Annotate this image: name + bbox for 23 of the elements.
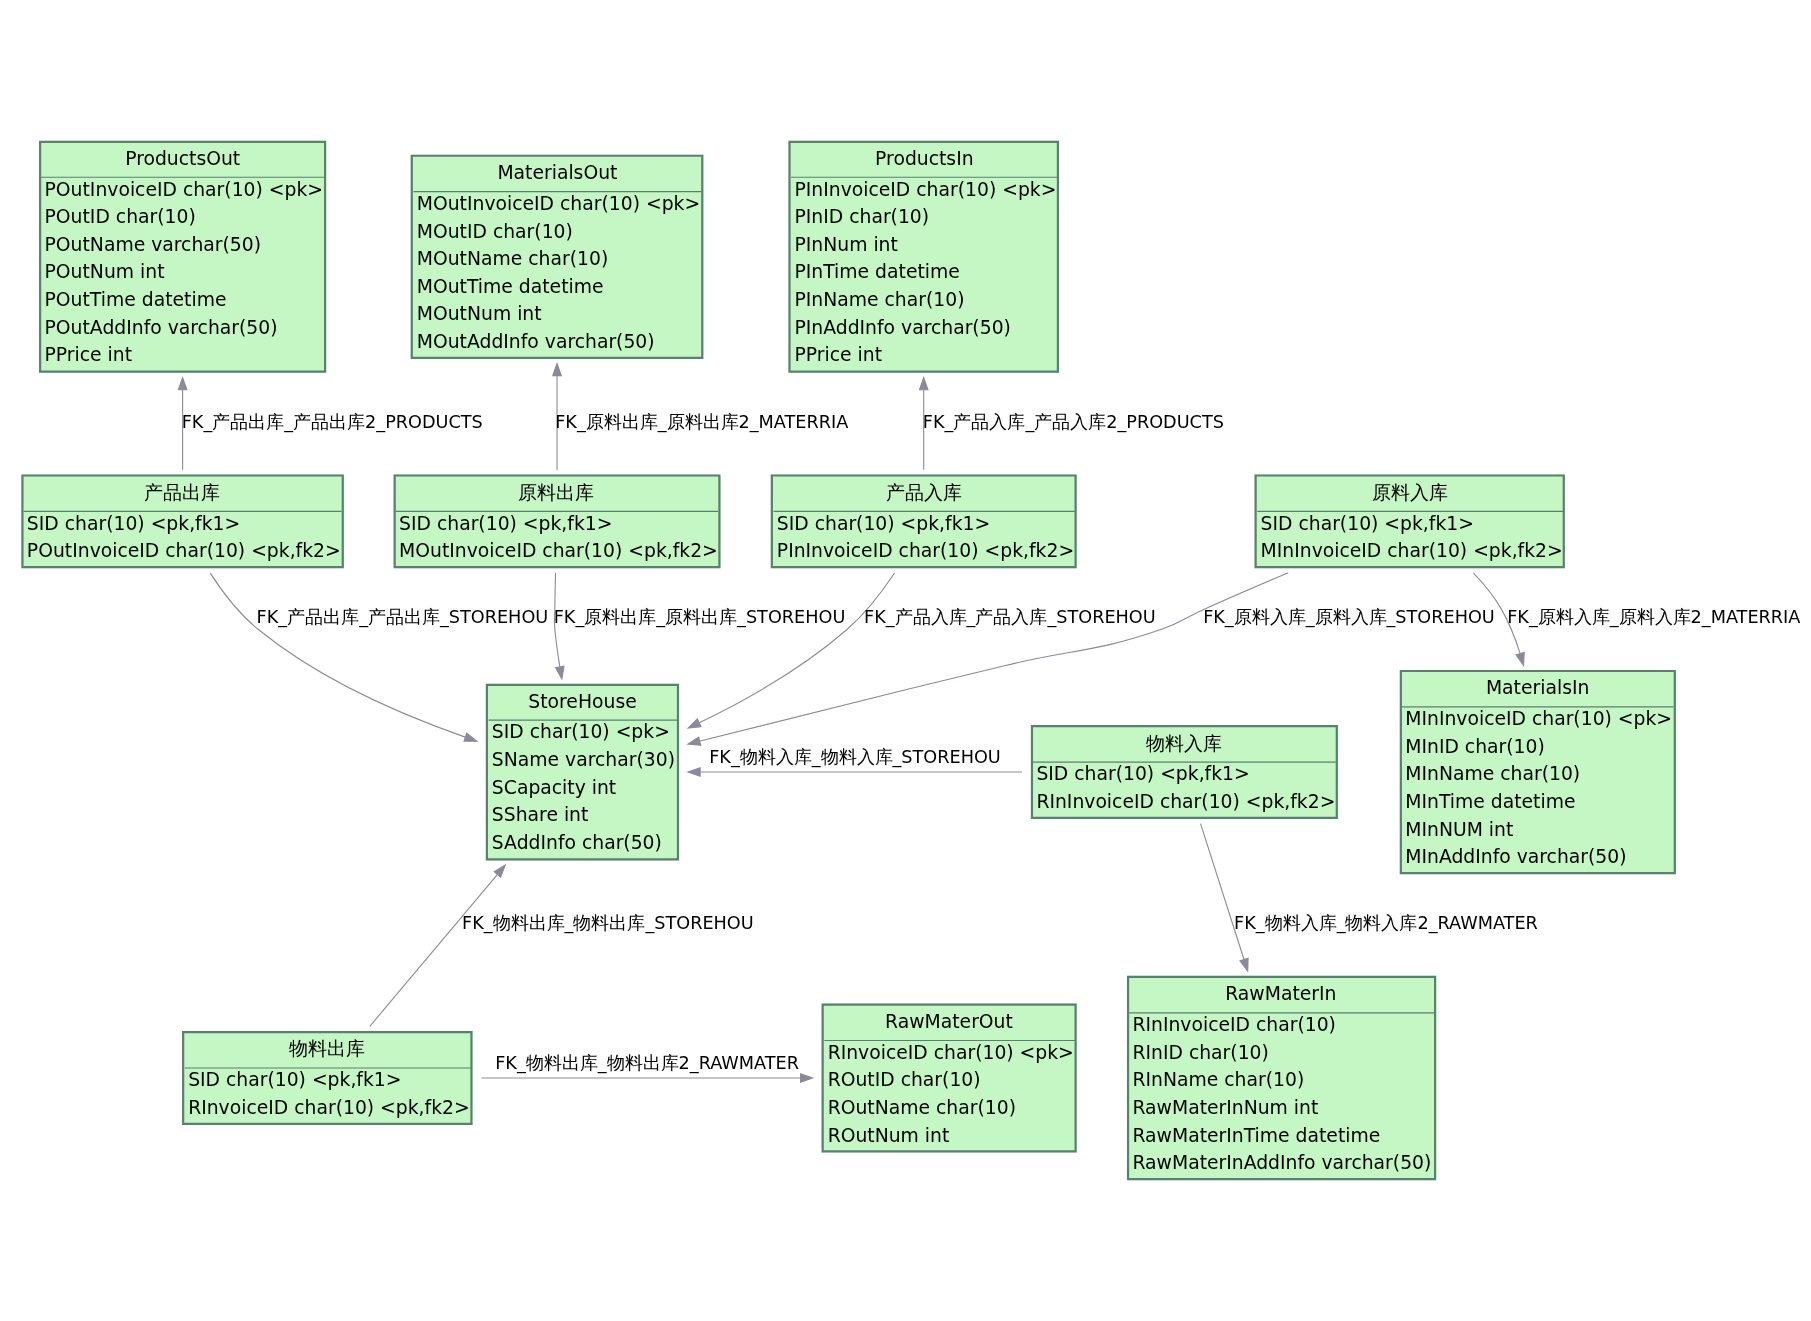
edge-label: FK_物料出库_物料出库_STOREHOU: [462, 913, 754, 934]
arrow: [480, 1072, 815, 1084]
arrow: [918, 375, 929, 471]
edge-label: FK_物料入库_物料入库2_RAWMATER: [1234, 913, 1538, 934]
arrow: [177, 375, 188, 471]
arrow: [686, 572, 896, 729]
edge-label: FK_产品入库_产品入库2_PRODUCTS: [922, 411, 1224, 432]
edge-label: FK_原料出库_原料出库2_MATERRIA: [555, 411, 849, 432]
arrow: [369, 863, 507, 1027]
edge-label: FK_原料入库_原料入库_STOREHOU: [1203, 607, 1495, 628]
edge-label: FK_原料入库_原料入库2_MATERRIA: [1507, 607, 1801, 628]
edge-label: FK_产品入库_产品入库_STOREHOU: [864, 607, 1156, 628]
arrow: [209, 572, 479, 742]
arrow: [553, 572, 565, 681]
edge-label: FK_物料出库_物料出库2_RAWMATER: [495, 1052, 799, 1073]
edge-label: FK_产品出库_产品出库_STOREHOU: [256, 607, 549, 628]
arrow: [1472, 572, 1525, 667]
edge-label: FK_产品出库_产品出库2_PRODUCTS: [181, 411, 483, 432]
edge-label: FK_物料入库_物料入库_STOREHOU: [709, 747, 1001, 767]
arrow: [1200, 823, 1249, 973]
arrow: [686, 572, 1289, 746]
edge-label: FK_原料出库_原料出库_STOREHOU: [553, 607, 846, 628]
arrow: [686, 767, 1023, 778]
